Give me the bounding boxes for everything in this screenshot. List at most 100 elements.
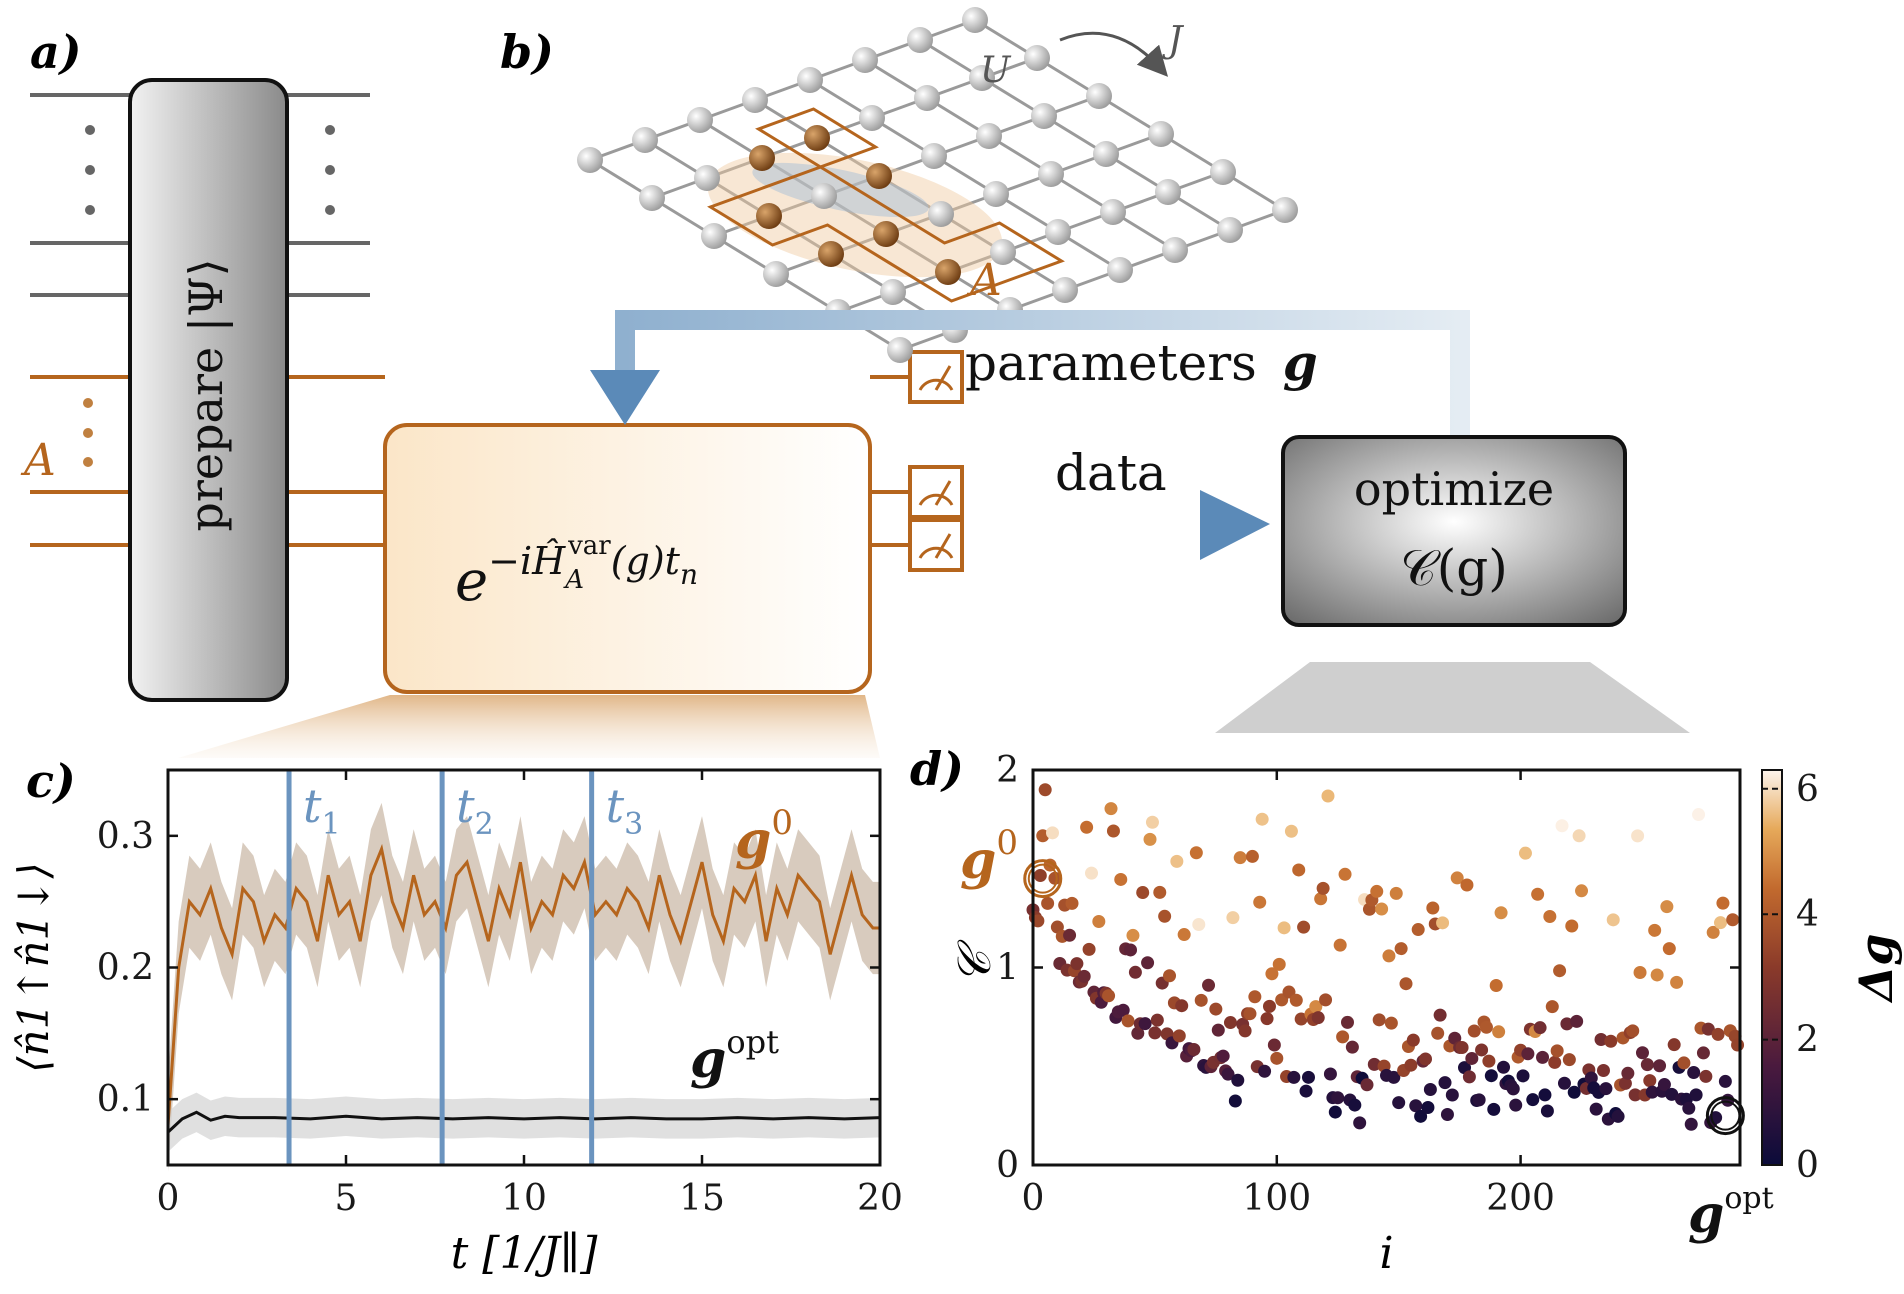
data-point <box>1687 1066 1701 1080</box>
data-point <box>1643 1074 1657 1088</box>
data-point <box>1692 808 1706 822</box>
data-point <box>1431 1026 1445 1040</box>
data-point <box>1538 1088 1552 1102</box>
data-point <box>1426 901 1440 915</box>
data-point <box>1475 1043 1489 1057</box>
feedback-arrow <box>615 310 1470 435</box>
data-point <box>1336 1030 1350 1044</box>
data-point <box>1158 909 1172 923</box>
data-point <box>1548 1055 1562 1069</box>
data-point <box>1565 919 1579 933</box>
data-point <box>1121 1014 1135 1028</box>
data-point <box>1270 1051 1284 1065</box>
data-point <box>1228 1094 1242 1108</box>
data-point <box>1516 1069 1530 1083</box>
data-point <box>1560 1017 1574 1031</box>
colorbar-label: Δg <box>1849 934 1903 1004</box>
data-point <box>1543 909 1557 923</box>
x-tick-label: 100 <box>1242 1178 1311 1219</box>
data-point <box>1136 886 1150 900</box>
y-tick-label: 1 <box>996 948 1019 989</box>
g0-superscript: 0 <box>996 823 1018 863</box>
site <box>1038 161 1064 187</box>
data-point <box>1684 1117 1698 1131</box>
data-point <box>1070 957 1084 971</box>
data-point <box>1726 913 1740 927</box>
highlight-ring <box>1705 1096 1745 1136</box>
data-point <box>1533 1021 1547 1035</box>
data-point <box>1635 1046 1649 1060</box>
data-point <box>1128 965 1142 979</box>
time-marker-index: 3 <box>624 807 643 842</box>
prepare-box <box>128 78 289 702</box>
data-point <box>1138 1017 1152 1031</box>
data-point <box>1584 1071 1598 1085</box>
site <box>1086 83 1112 109</box>
data-point <box>1462 1070 1476 1084</box>
data-point <box>1536 1050 1550 1064</box>
data-point <box>1611 1109 1625 1123</box>
y-tick-label: 0.2 <box>97 948 154 989</box>
site <box>577 147 603 173</box>
data-point <box>1455 1040 1469 1054</box>
data-point <box>1711 1027 1725 1041</box>
data-point <box>1031 914 1045 928</box>
data-point <box>1323 1067 1337 1081</box>
site <box>880 279 906 305</box>
time-marker-label: t3 <box>606 779 644 842</box>
data-point <box>1433 1008 1447 1022</box>
data-point <box>1589 1102 1603 1116</box>
x-axis-label: i <box>1379 1228 1393 1279</box>
data-point <box>1163 969 1177 983</box>
data-point <box>1557 1076 1571 1090</box>
data-point <box>1194 993 1208 1007</box>
data-point <box>1209 1002 1223 1016</box>
label-J: J <box>1161 20 1185 61</box>
data-point <box>1409 1099 1423 1113</box>
data-point <box>1701 1022 1715 1036</box>
data-point <box>1289 993 1303 1007</box>
data-point <box>1148 1026 1162 1040</box>
x-tick-label: 0 <box>157 1178 180 1219</box>
time-marker-symbol: t <box>606 779 625 833</box>
data-point <box>1077 969 1091 983</box>
site <box>639 185 665 211</box>
data-point <box>1216 1049 1230 1063</box>
data-point <box>1394 942 1408 956</box>
zoom-unitary <box>178 695 880 758</box>
lattice <box>577 7 1298 363</box>
data-point <box>1260 1012 1274 1026</box>
site <box>1107 257 1133 283</box>
g0-label: g0 <box>735 803 793 871</box>
data-point <box>1223 1016 1237 1030</box>
data-point <box>1338 867 1352 881</box>
data-point <box>1699 1069 1713 1083</box>
orange-wire-dots <box>83 398 93 467</box>
data-point <box>1521 1047 1535 1061</box>
data-point <box>1238 1024 1252 1038</box>
colorbar <box>1761 769 1783 1166</box>
site <box>694 165 720 191</box>
measurement-meters <box>908 350 964 572</box>
data-point <box>1653 1059 1667 1073</box>
site <box>811 183 837 209</box>
site <box>969 65 995 91</box>
g0-label: g0 <box>960 823 1018 891</box>
data-point <box>1080 820 1094 834</box>
site <box>797 67 823 93</box>
data-point <box>1460 878 1474 892</box>
gopt-label: gopt <box>1688 1181 1774 1245</box>
x-axis-label: t [1/J∥] <box>451 1228 599 1279</box>
data-point <box>1667 1038 1681 1052</box>
gopt-symbol: g <box>690 1029 726 1090</box>
data-point <box>1243 1007 1257 1021</box>
data-point <box>1618 1076 1632 1090</box>
panel-a: a) A prepare |Ψ⟩ <box>20 25 910 702</box>
site <box>907 27 933 53</box>
data-point <box>1494 906 1508 920</box>
x-tick-label: 15 <box>679 1178 725 1219</box>
site <box>1162 237 1188 263</box>
gray-wire-dots <box>85 125 335 215</box>
